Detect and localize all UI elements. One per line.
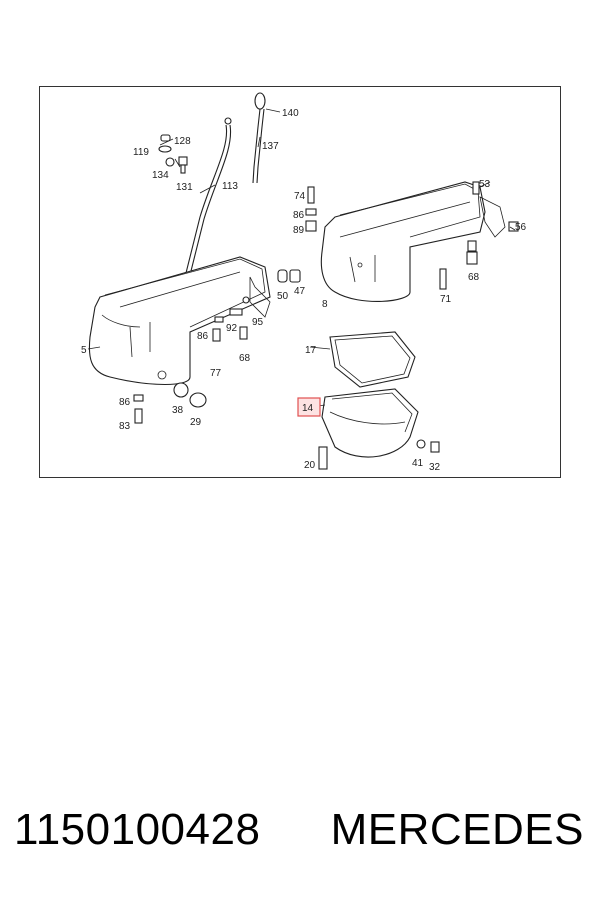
callout-137: 137 xyxy=(262,141,279,152)
callout-32: 32 xyxy=(429,462,441,473)
callout-29: 29 xyxy=(190,417,202,428)
callout-50: 50 xyxy=(277,291,289,302)
callout-labels: 140 137 128 119 134 131 113 74 86 89 53 … xyxy=(81,108,527,473)
callout-38: 38 xyxy=(172,405,184,416)
callout-140: 140 xyxy=(282,108,299,119)
callout-68-a: 68 xyxy=(468,272,480,283)
small-parts-bottom xyxy=(318,439,440,470)
callout-77: 77 xyxy=(210,368,222,379)
callout-8: 8 xyxy=(322,299,328,310)
caption-bar: 1150100428 MERCEDES xyxy=(0,800,600,860)
small-parts-left xyxy=(133,269,301,424)
callout-14: 14 xyxy=(302,403,314,414)
callout-53: 53 xyxy=(479,179,491,190)
callout-41: 41 xyxy=(412,458,424,469)
callout-5: 5 xyxy=(81,345,87,356)
oil-pan-right xyxy=(320,181,506,302)
callout-92: 92 xyxy=(226,323,238,334)
callout-83: 83 xyxy=(119,421,131,432)
callout-134: 134 xyxy=(152,170,169,181)
brand-name: MERCEDES xyxy=(330,805,584,854)
callout-47: 47 xyxy=(294,286,306,297)
highlight-box xyxy=(297,397,321,417)
parts-diagram: 140 137 128 119 134 131 113 74 86 89 53 … xyxy=(39,86,561,478)
callout-128: 128 xyxy=(174,136,191,147)
fittings-top-left xyxy=(158,134,188,174)
leader-lines xyxy=(87,108,516,408)
callout-86-c: 86 xyxy=(119,397,131,408)
oil-pan-gasket xyxy=(329,331,416,388)
callout-113: 113 xyxy=(222,181,238,192)
callout-131: 131 xyxy=(176,182,193,193)
lower-oil-pan xyxy=(321,388,419,458)
callout-71: 71 xyxy=(440,294,452,305)
callout-95: 95 xyxy=(252,317,264,328)
dipstick xyxy=(171,92,266,333)
callout-74: 74 xyxy=(294,191,306,202)
callout-86-b: 86 xyxy=(197,331,209,342)
oil-pan-left xyxy=(88,256,271,386)
callout-86-a: 86 xyxy=(293,210,305,221)
callout-17: 17 xyxy=(305,345,317,356)
callout-68-b: 68 xyxy=(239,353,251,364)
callout-89: 89 xyxy=(293,225,305,236)
callout-20: 20 xyxy=(304,460,316,471)
small-parts-right xyxy=(305,181,519,290)
part-number: 1150100428 xyxy=(14,805,261,854)
callout-56: 56 xyxy=(515,222,527,233)
callout-119: 119 xyxy=(133,147,149,158)
